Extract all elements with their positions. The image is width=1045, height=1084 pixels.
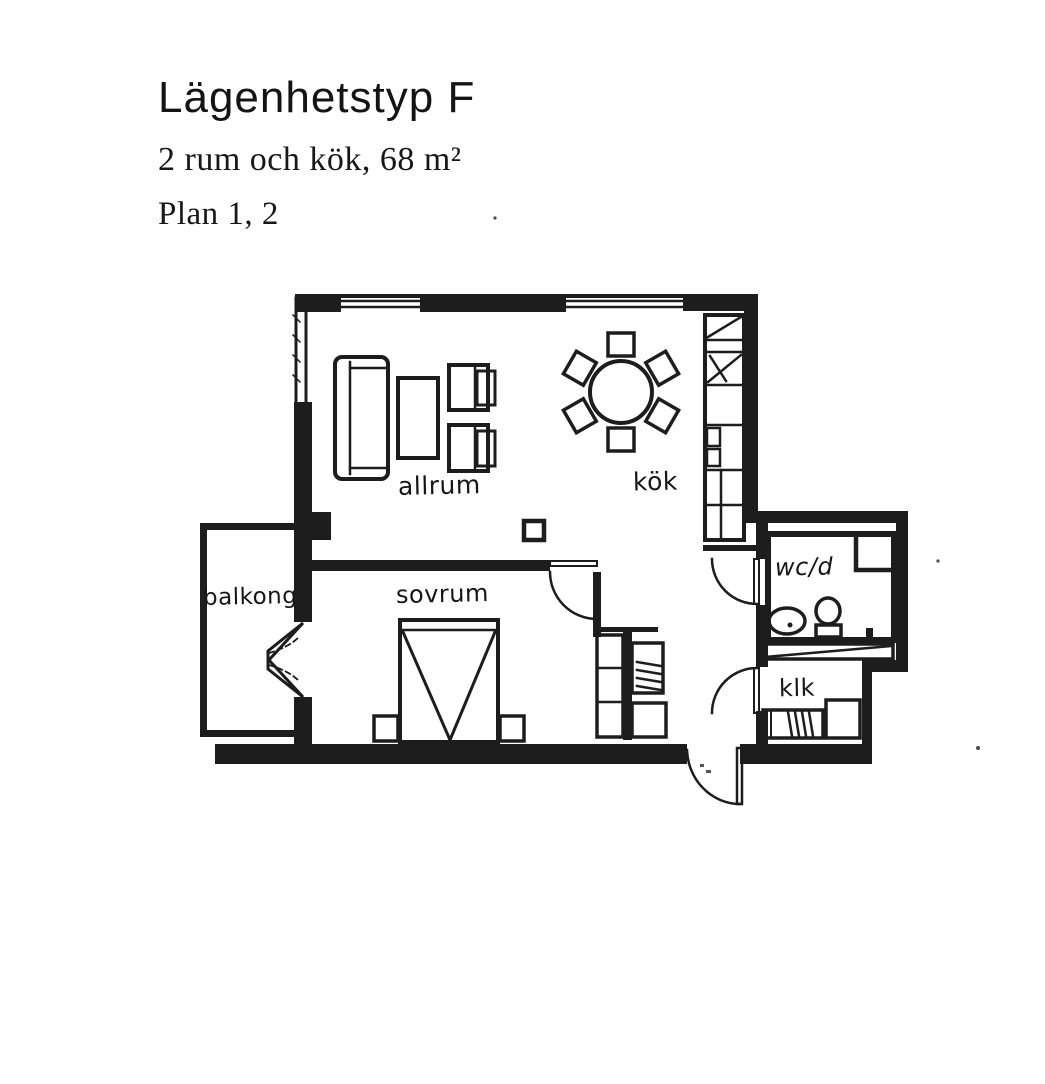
- sofa: [333, 355, 390, 481]
- sink-basin: [705, 447, 722, 468]
- dining-chair: [561, 348, 599, 388]
- cabinet-diagonal: [706, 353, 743, 384]
- kitchen-counter: [703, 313, 746, 542]
- fridge-diagonal: [706, 315, 743, 339]
- window-top-right: [564, 299, 685, 309]
- balcony-door: [266, 621, 305, 699]
- clothes-rail-marks: [786, 710, 794, 738]
- toilet-bowl: [814, 596, 842, 626]
- coffee-table: [396, 376, 440, 460]
- room-label-klk: klk: [778, 673, 816, 703]
- dining-chair: [561, 396, 599, 436]
- closet-cabinet: [824, 698, 862, 740]
- hall-wardrobes: [595, 633, 668, 739]
- outer-walls: [215, 294, 908, 764]
- balcony-walls: [200, 523, 302, 737]
- dining-chair: [606, 331, 636, 358]
- bathroom-walls: [765, 531, 897, 643]
- floor-shaft: [521, 518, 547, 543]
- wardrobe-with-rail: [761, 708, 825, 740]
- armchair: [447, 423, 497, 473]
- threshold-bench: [761, 642, 895, 661]
- window-top-left: [339, 299, 422, 309]
- bedroom-door: [548, 560, 599, 621]
- bathroom: [761, 531, 898, 661]
- window-left-wall: [291, 296, 308, 405]
- room-label-wcd: wc/d: [774, 552, 834, 582]
- nightstand: [372, 714, 400, 743]
- room-label-sovrum: sovrum: [395, 579, 490, 609]
- dining-chair: [643, 396, 681, 436]
- dining-table-set: [561, 331, 681, 453]
- clothes-rail-marks: [635, 660, 663, 668]
- dining-chair: [606, 426, 636, 453]
- round-dining-table: [588, 359, 654, 425]
- toilet-tank: [814, 623, 843, 639]
- sink-basin: [705, 426, 722, 448]
- washbasin-drain: [787, 622, 793, 628]
- dining-chair: [643, 348, 681, 388]
- armchair: [447, 363, 497, 412]
- entrance-door: [685, 746, 744, 806]
- room-label-kok: kök: [632, 466, 679, 497]
- shower: [853, 531, 898, 573]
- page-subtitle: 2 rum och kök, 68 m²: [158, 141, 462, 179]
- nightstand: [498, 714, 526, 743]
- scan-specks: [493, 216, 980, 750]
- closet-door: [710, 666, 760, 715]
- klk-closet: [761, 698, 862, 740]
- room-label-allrum: allrum: [397, 470, 481, 501]
- double-bed: [398, 618, 500, 744]
- page-plan-line: Plan 1, 2: [158, 196, 279, 233]
- bathroom-door: [710, 557, 760, 606]
- page-title: Lägenhetstyp F: [158, 73, 476, 122]
- plan-header: Lägenhetstyp F 2 rum och kök, 68 m² Plan…: [158, 73, 476, 233]
- room-label-balkong: balkong: [202, 583, 298, 611]
- washbasin: [767, 606, 807, 636]
